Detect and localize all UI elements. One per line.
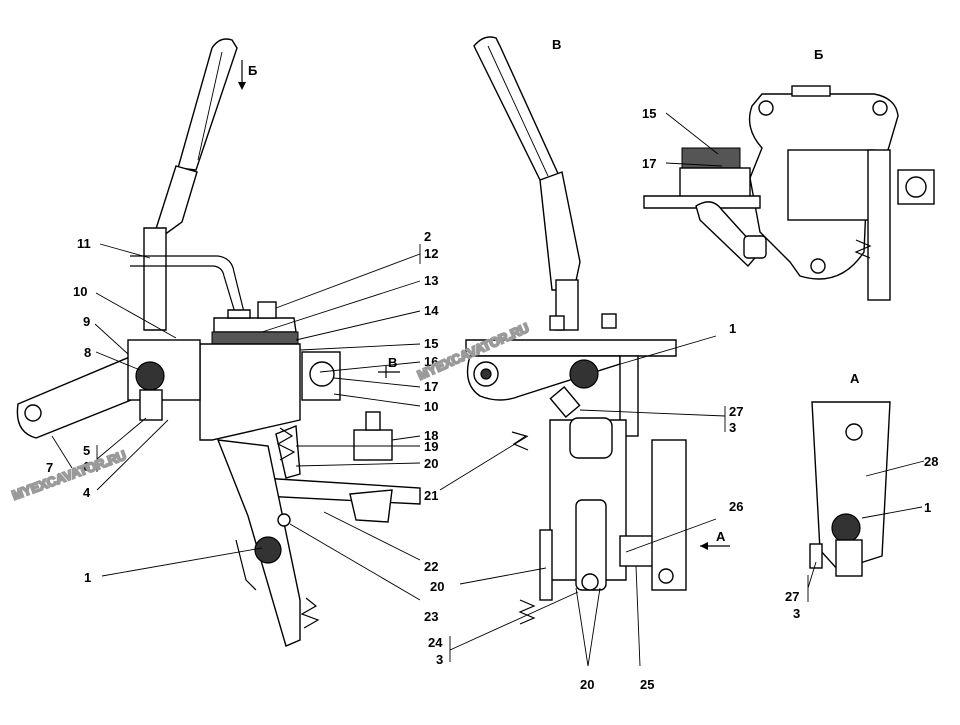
middle-ball-1 [569, 359, 599, 389]
view-a-title: А [850, 371, 860, 386]
callout-8: 8 [84, 345, 91, 360]
callout-9: 9 [83, 314, 90, 329]
callout-26: 26 [729, 499, 743, 514]
view-a-ball-1 [831, 513, 861, 543]
housing [199, 343, 301, 441]
callout-18: 18 [424, 428, 438, 443]
callout-1a: 1 [84, 570, 91, 585]
callout-13: 13 [424, 273, 438, 288]
ball-1 [254, 536, 282, 564]
callout-27a: 27 [729, 404, 743, 419]
callout-6: 6 [83, 459, 90, 474]
callout-3b: 3 [436, 652, 443, 667]
left-lever-assembly [16, 38, 421, 647]
callout-3c: 3 [793, 606, 800, 621]
ball-8 [135, 361, 165, 391]
callout-11: 11 [77, 236, 91, 251]
callout-24: 24 [428, 635, 443, 650]
callout-4: 4 [83, 485, 91, 500]
callout-28: 28 [924, 454, 938, 469]
callout-3a: 3 [729, 420, 736, 435]
spring-23 [300, 597, 320, 629]
gasket [211, 331, 299, 345]
callout-5: 5 [83, 443, 90, 458]
callout-21: 21 [424, 488, 438, 503]
view-v-title: В [552, 37, 561, 52]
view-b-title: Б [814, 47, 823, 62]
callout-17: 17 [424, 379, 438, 394]
callout-1b: 1 [729, 321, 736, 336]
middle-lever-knob [473, 36, 561, 185]
arrow-v-left: В [378, 355, 400, 378]
callouts: 2 12 11 13 14 15 10 9 8 16 17 10 18 19 2… [46, 106, 938, 692]
callout-27b: 27 [785, 589, 799, 604]
arrow-b-label: Б [248, 63, 257, 78]
callout-16: 16 [424, 354, 438, 369]
arrow-a-label: А [716, 529, 726, 544]
middle-top-plate [465, 339, 677, 357]
callout-17b: 17 [642, 156, 656, 171]
callout-20c: 20 [580, 677, 594, 692]
callout-19: 19 [424, 439, 438, 454]
callout-23: 23 [424, 609, 438, 624]
plate-25 [651, 439, 687, 591]
top-bolt [257, 301, 277, 319]
arrow-b-left: Б [238, 60, 257, 90]
callout-10b: 10 [424, 399, 438, 414]
callout-7: 7 [46, 460, 53, 475]
view-a-assembly [809, 401, 891, 577]
rod-22 [261, 477, 421, 505]
nut-18 [353, 429, 393, 461]
arrow-v-label: В [388, 355, 397, 370]
callout-15: 15 [424, 336, 438, 351]
callout-22: 22 [424, 559, 438, 574]
plate-22 [349, 489, 393, 523]
callout-15b: 15 [642, 106, 656, 121]
middle-lever-shaft [539, 171, 581, 291]
bolt-4 [139, 389, 163, 421]
callout-20a: 20 [424, 456, 438, 471]
callout-10a: 10 [73, 284, 87, 299]
callout-20b: 20 [430, 579, 444, 594]
middle-view-assembly [465, 36, 687, 625]
lever-knob [177, 38, 238, 171]
callout-2: 2 [424, 229, 431, 244]
lever-rod [143, 227, 167, 331]
watermark-left: MYEXCAVATOR.RU [10, 448, 128, 503]
pin-26 [619, 535, 655, 567]
callout-1c: 1 [924, 500, 931, 515]
arrow-a-middle: А [700, 529, 730, 550]
view-b-lever [867, 149, 891, 301]
lever-shaft [154, 165, 198, 239]
leader-lines [51, 112, 925, 667]
spring-bracket [275, 424, 301, 479]
callout-14: 14 [424, 303, 439, 318]
view-b-assembly [643, 85, 935, 301]
callout-12: 12 [424, 246, 438, 261]
middle-bracket [619, 355, 639, 437]
arm-7 [16, 355, 147, 439]
callout-25: 25 [640, 677, 654, 692]
